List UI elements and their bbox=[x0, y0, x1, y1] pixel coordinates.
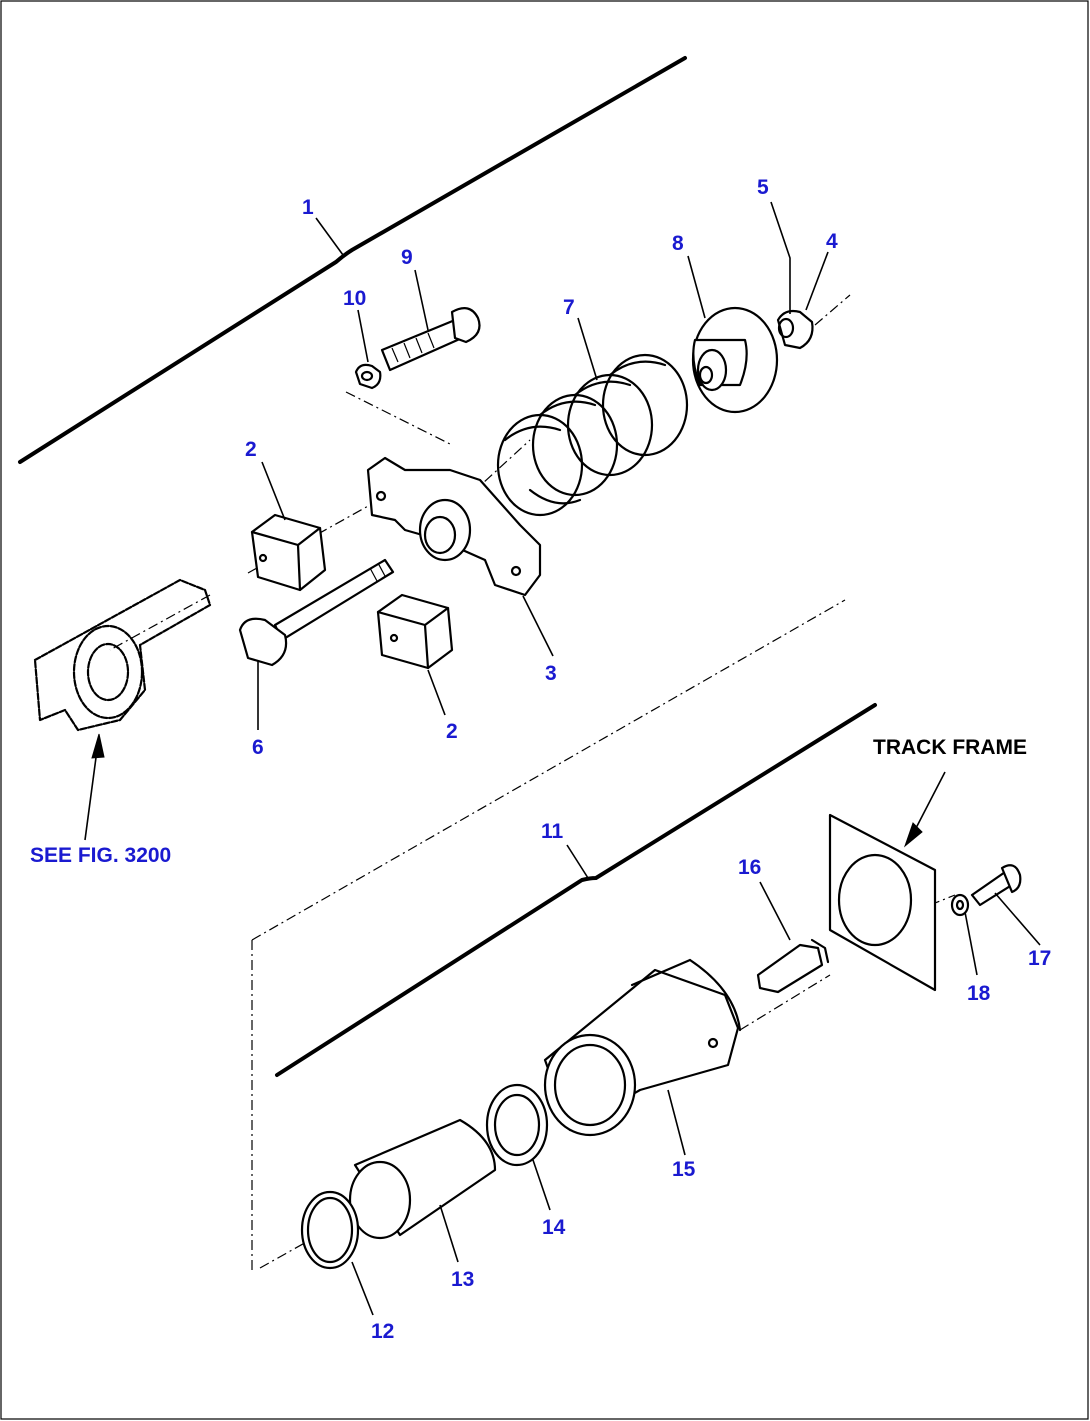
group-1-bracket bbox=[18, 56, 687, 464]
part-10-nut bbox=[354, 363, 382, 390]
callout-10: 10 bbox=[343, 287, 366, 310]
part-18-washer bbox=[950, 893, 970, 917]
callout-2-upper: 2 bbox=[245, 438, 257, 461]
callout-11: 11 bbox=[541, 820, 564, 843]
track-frame-plate bbox=[828, 813, 937, 992]
part-16-fitting bbox=[756, 938, 830, 994]
yoke-assembly bbox=[33, 578, 212, 732]
part-17-bolt bbox=[970, 864, 1022, 907]
center-line-spring bbox=[469, 439, 531, 496]
callout-14: 14 bbox=[542, 1216, 566, 1239]
callout-2-lower: 2 bbox=[446, 720, 458, 743]
part-12-ring bbox=[300, 1190, 360, 1270]
callout-3: 3 bbox=[545, 662, 557, 685]
part-2-block-lower bbox=[376, 593, 454, 670]
callout-8: 8 bbox=[672, 232, 684, 255]
callout-labels: 1 2 2 3 4 5 6 7 8 9 10 11 12 13 14 15 16… bbox=[245, 176, 1051, 1343]
part-2-block-upper bbox=[250, 513, 327, 592]
part-4-nut bbox=[776, 309, 814, 350]
center-line-yoke bbox=[109, 594, 211, 651]
group-11-bracket bbox=[275, 703, 877, 1077]
part-13-sleeve bbox=[348, 1118, 497, 1240]
see-fig-arrow bbox=[84, 733, 105, 841]
callout-6: 6 bbox=[252, 736, 264, 759]
callout-17: 17 bbox=[1028, 947, 1051, 970]
center-line-cylinder bbox=[739, 974, 831, 1031]
center-line-ring bbox=[259, 1239, 311, 1269]
callout-18: 18 bbox=[967, 982, 991, 1005]
callout-15: 15 bbox=[672, 1158, 696, 1181]
part-6-pin bbox=[238, 558, 395, 667]
center-line-assembly bbox=[251, 599, 846, 941]
center-line-bolt-9 bbox=[345, 391, 453, 446]
part-14-ring bbox=[485, 1083, 549, 1167]
callout-13: 13 bbox=[451, 1268, 474, 1291]
callout-9: 9 bbox=[401, 246, 413, 269]
callout-4: 4 bbox=[826, 230, 838, 253]
callout-1: 1 bbox=[302, 196, 314, 219]
part-3-bracket bbox=[366, 456, 542, 597]
center-line-nut bbox=[814, 294, 851, 326]
track-frame-arrow bbox=[903, 771, 946, 848]
callout-5: 5 bbox=[757, 176, 769, 199]
callout-16: 16 bbox=[738, 856, 761, 879]
leader-lines bbox=[257, 201, 1041, 1316]
track-frame-note: TRACK FRAME bbox=[873, 736, 1027, 759]
part-8-plate bbox=[691, 306, 779, 414]
part-7-spring bbox=[496, 353, 689, 517]
part-9-bolt bbox=[380, 307, 481, 372]
see-fig-note: SEE FIG. 3200 bbox=[30, 844, 171, 867]
callout-12: 12 bbox=[371, 1320, 394, 1343]
part-15-cylinder bbox=[543, 958, 742, 1137]
callout-7: 7 bbox=[563, 296, 575, 319]
